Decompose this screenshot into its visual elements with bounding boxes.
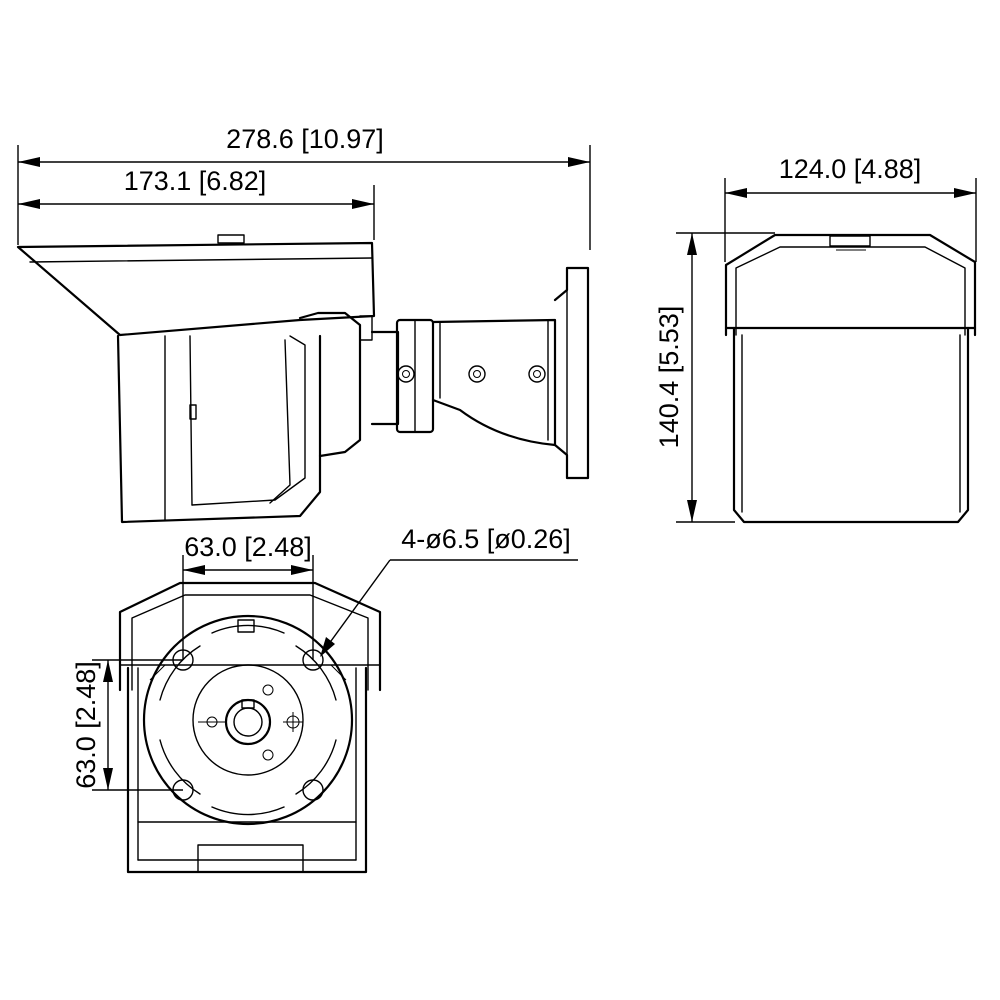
dim-width-label: 124.0 [4.88]	[779, 154, 922, 184]
dim-housing-length: 173.1 [6.82]	[18, 166, 375, 240]
side-view	[16, 234, 590, 524]
dim-mounting-holes-label: 4-ø6.5 [ø0.26]	[401, 524, 571, 554]
dim-height-label: 140.4 [5.53]	[654, 306, 684, 449]
dim-housing-length-label: 173.1 [6.82]	[124, 166, 267, 196]
dim-mounting-holes-callout: 4-ø6.5 [ø0.26]	[320, 524, 578, 657]
mount-view	[118, 581, 382, 874]
dim-overall-length: 278.6 [10.97]	[17, 124, 591, 250]
dim-height: 140.4 [5.53]	[654, 232, 775, 523]
dim-overall-length-label: 278.6 [10.97]	[226, 124, 384, 154]
front-view	[724, 233, 977, 524]
dim-hole-spacing-horizontal-label: 63.0 [2.48]	[184, 532, 312, 562]
dim-hole-spacing-vertical-label: 63.0 [2.48]	[71, 661, 101, 789]
dim-width: 124.0 [4.88]	[724, 154, 977, 262]
dim-hole-spacing-vertical: 63.0 [2.48]	[71, 659, 183, 791]
dim-hole-spacing-horizontal: 63.0 [2.48]	[182, 532, 314, 660]
